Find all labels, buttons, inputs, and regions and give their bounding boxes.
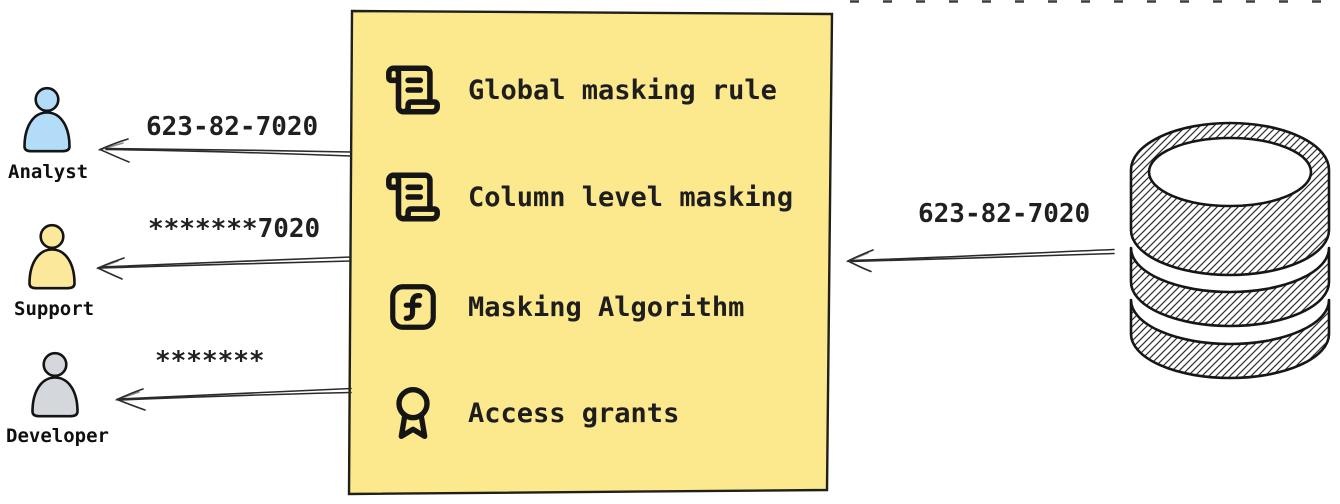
function-square-icon [384, 280, 442, 334]
analyst-body [23, 111, 71, 153]
masking-item-label: Global masking rule [468, 74, 777, 106]
developer-label: Developer [6, 425, 109, 447]
masking-item-column-level: Column level masking [384, 167, 793, 227]
database-bottom-band [1129, 298, 1331, 380]
masking-item-access-grants: Access grants [384, 383, 679, 443]
support-arrow-value: *******7020 [148, 214, 321, 244]
support-person-icon [28, 223, 76, 290]
database-opening [1147, 136, 1313, 208]
analyst-person-icon [23, 86, 71, 153]
analyst-head [34, 86, 60, 113]
award-icon [384, 383, 442, 443]
scroll-text-icon [384, 168, 442, 226]
analyst-arrow-value: 623-82-7020 [146, 112, 319, 142]
developer-person-icon [31, 351, 79, 418]
developer-head [42, 351, 68, 378]
database-icon [1129, 121, 1331, 380]
support-head [39, 223, 65, 250]
analyst-label: Analyst [8, 161, 89, 183]
arrow-to-analyst [98, 138, 352, 163]
database-middle-band [1129, 246, 1331, 328]
masking-item-label: Masking Algorithm [468, 291, 745, 323]
developer-arrow-value: ******* [155, 346, 265, 376]
masking-item-global-rule: Global masking rule [384, 60, 777, 120]
support-body [28, 248, 76, 290]
arrow-database-to-box [846, 248, 1115, 273]
database-arrow-value: 623-82-7020 [918, 199, 1091, 229]
masking-item-algorithm: Masking Algorithm [384, 277, 744, 337]
masking-item-label: Column level masking [468, 181, 794, 213]
support-label: Support [14, 298, 95, 320]
developer-body [31, 376, 79, 418]
masking-box-background [347, 9, 834, 496]
arrow-to-developer [115, 387, 352, 411]
masking-item-label: Access grants [468, 397, 680, 429]
arrow-to-support [96, 256, 352, 280]
scroll-text-icon [384, 61, 442, 119]
